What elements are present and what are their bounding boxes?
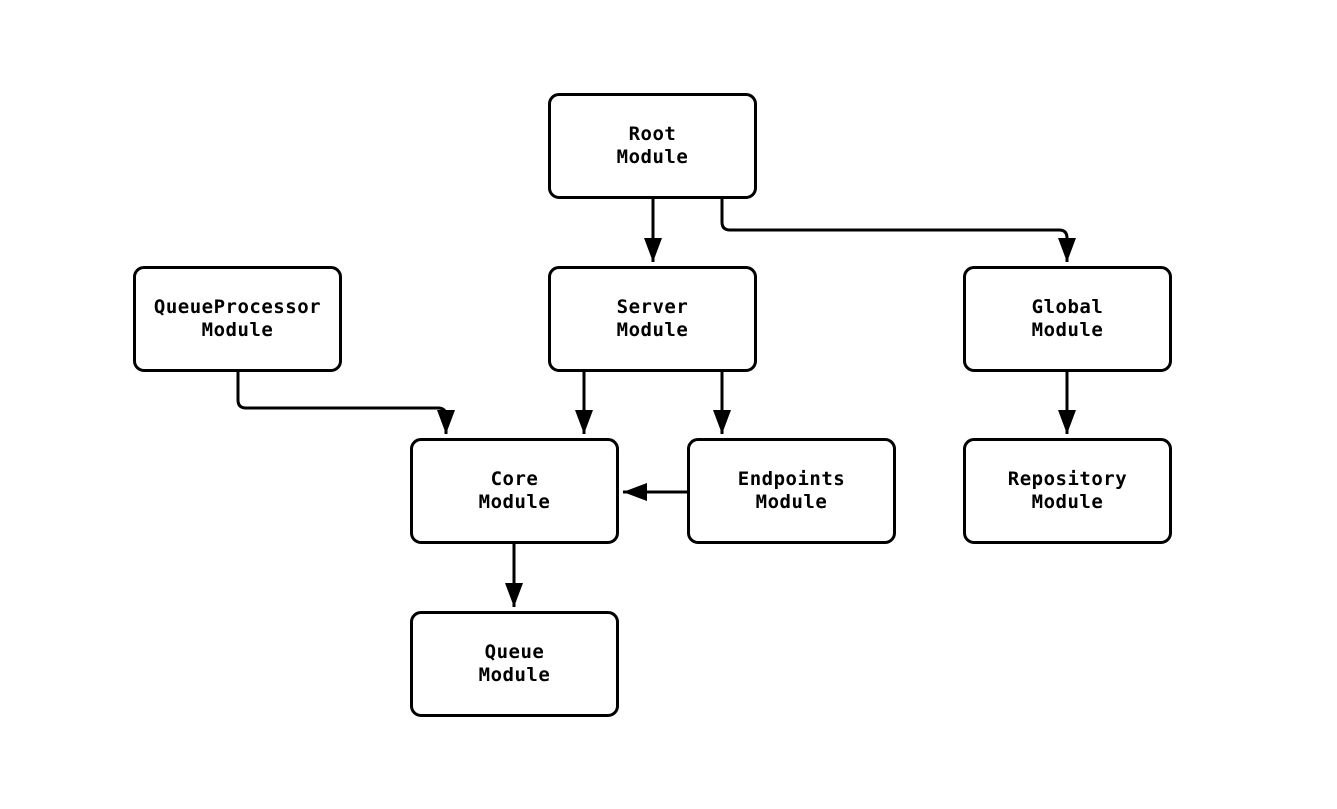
node-repository-module: Repository Module [963,438,1172,544]
edge-root-to-global [720,199,1076,262]
edge-queueprocessor-to-core [236,372,455,434]
node-queue-module: Queue Module [410,611,619,717]
node-server-module-label: Server Module [616,296,689,341]
node-core-module-label: Core Module [478,468,551,513]
node-global-module-label: Global Module [1031,296,1104,341]
node-queue-module-label: Queue Module [478,641,551,686]
node-queueprocessor-module-label: QueueProcessor Module [153,296,322,341]
node-root-module: Root Module [548,93,757,199]
node-root-module-label: Root Module [616,123,689,168]
node-queueprocessor-module: QueueProcessor Module [133,266,342,372]
node-server-module: Server Module [548,266,757,372]
node-global-module: Global Module [963,266,1172,372]
node-repository-module-label: Repository Module [1007,468,1128,513]
node-endpoints-module: Endpoints Module [687,438,896,544]
node-core-module: Core Module [410,438,619,544]
node-endpoints-module-label: Endpoints Module [737,468,846,513]
